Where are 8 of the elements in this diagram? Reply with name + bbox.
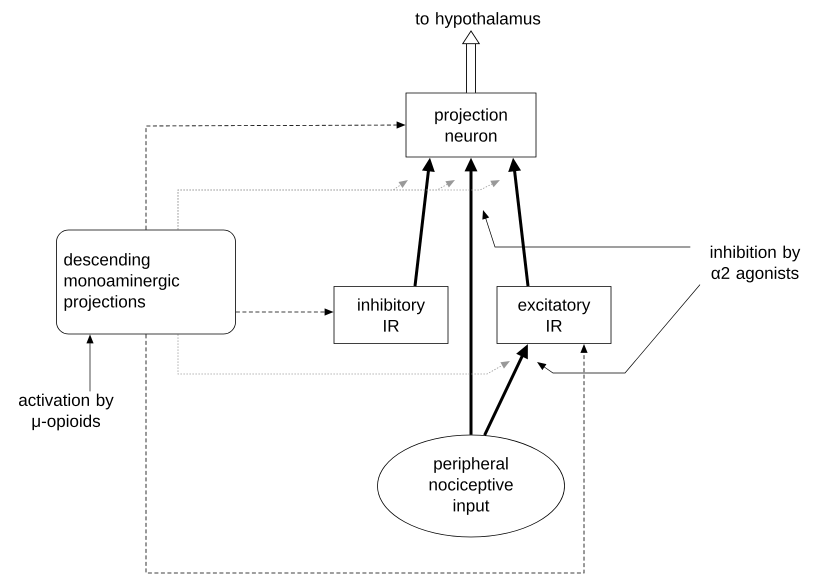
process-box: excitatory IR — [496, 286, 612, 344]
rounded-box: descending monoaminergic projections — [56, 230, 236, 334]
process-box: inhibitory IR — [334, 286, 448, 344]
pointer-arrow — [537, 284, 700, 374]
annotation-text: inhibition by α2 agonists — [710, 246, 800, 282]
annotation-text: activation by μ-opioids — [19, 394, 114, 430]
annotation-text: to hypothalamus — [415, 12, 540, 28]
process-box: projection neuron — [406, 92, 536, 158]
